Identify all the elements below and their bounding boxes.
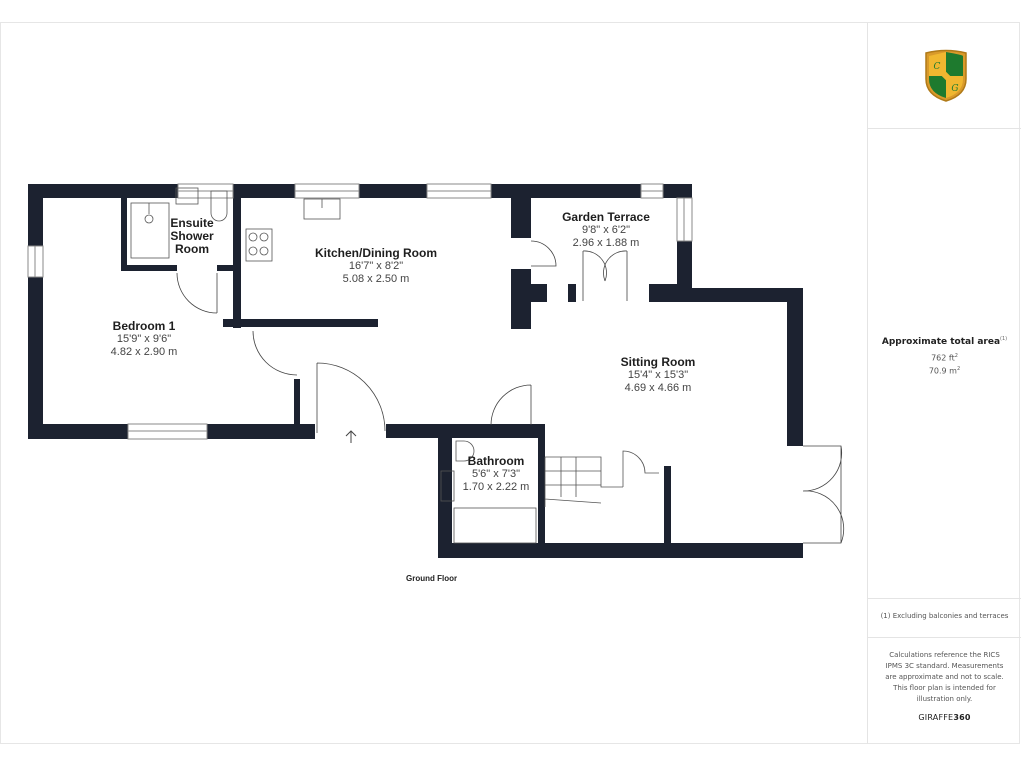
room-dimensions-metric: 1.70 x 2.22 m [462, 481, 530, 493]
shield-crest-icon: C G [925, 49, 967, 102]
room-dimensions-imperial: 16'7" x 8'2" [348, 260, 404, 272]
area-title-text: Approximate total area [881, 337, 1001, 347]
entrance-arrow-icon [345, 430, 357, 443]
room-garden-terrace: Garden Terrace 9'8" x 6'2" 2.96 x 1.88 m [562, 211, 650, 250]
room-name: Shower [170, 229, 214, 243]
logo-section: C G [868, 23, 1021, 129]
area-m-value: 70.9 m [928, 366, 957, 376]
room-name: Garden Terrace [562, 210, 650, 224]
brand-suffix: 360 [953, 713, 971, 722]
svg-text:C: C [934, 62, 941, 72]
svg-text:G: G [951, 84, 958, 94]
room-dimensions-metric: 4.69 x 4.66 m [624, 382, 692, 394]
doors [176, 240, 845, 544]
room-sitting-room: Sitting Room 15'4" x 15'3" 4.69 x 4.66 m [621, 356, 696, 395]
room-dimensions-metric: 4.82 x 2.90 m [110, 346, 178, 358]
disclaimer-text: Calculations reference the RICS IPMS 3C … [885, 651, 1004, 703]
plan-area: Ensuite Shower Room Kitchen/Dining Room … [1, 23, 867, 745]
area-square-feet: 762 ft2 [868, 353, 1021, 363]
room-name: Sitting Room [620, 355, 696, 369]
room-ensuite: Ensuite Shower Room [170, 217, 213, 256]
room-name: Kitchen/Dining Room [315, 246, 437, 260]
walls [28, 184, 803, 558]
area-ft-value: 762 ft [931, 353, 955, 363]
footnote-section: (1) Excluding balconies and terraces [868, 598, 1021, 638]
area-ft-unit-sup: 2 [954, 353, 958, 359]
room-bedroom-1: Bedroom 1 15'9" x 9'6" 4.82 x 2.90 m [111, 320, 178, 359]
info-panel: C G Approximate total area(1) 762 ft2 70… [867, 23, 1021, 744]
room-dimensions-metric: 2.96 x 1.88 m [572, 237, 640, 249]
room-dimensions-metric: 5.08 x 2.50 m [342, 273, 410, 285]
area-square-meters: 70.9 m2 [868, 366, 1021, 376]
floor-label: Ground Floor [406, 574, 458, 583]
fixtures [130, 187, 659, 544]
area-m-unit-sup: 2 [956, 366, 961, 372]
room-name: Bedroom 1 [112, 319, 176, 333]
brand-logo: GIRAFFE360 [868, 713, 1021, 722]
room-bathroom: Bathroom 5'6" x 7'3" 1.70 x 2.22 m [463, 455, 530, 494]
room-kitchen-dining: Kitchen/Dining Room 16'7" x 8'2" 5.08 x … [315, 247, 437, 286]
disclaimer-section: Calculations reference the RICS IPMS 3C … [868, 637, 1021, 744]
area-title: Approximate total area(1) [868, 336, 1021, 347]
room-dimensions-imperial: 15'4" x 15'3" [627, 369, 689, 381]
floor-plan-sheet: Ensuite Shower Room Kitchen/Dining Room … [0, 22, 1021, 745]
floor-plan-drawing [27, 183, 845, 558]
room-dimensions-imperial: 5'6" x 7'3" [471, 468, 521, 480]
area-title-note: (1) [1000, 336, 1008, 342]
brand-prefix: GIRAFFE [918, 713, 954, 722]
room-dimensions-imperial: 9'8" x 6'2" [581, 224, 631, 236]
room-name: Bathroom [467, 454, 525, 468]
room-name: Room [175, 242, 209, 256]
area-summary-section: Approximate total area(1) 762 ft2 70.9 m… [868, 128, 1021, 599]
windows [27, 183, 693, 440]
footnote-text: (1) Excluding balconies and terraces [880, 612, 1009, 620]
room-name: Ensuite [170, 216, 214, 230]
room-dimensions-imperial: 15'9" x 9'6" [116, 333, 172, 345]
